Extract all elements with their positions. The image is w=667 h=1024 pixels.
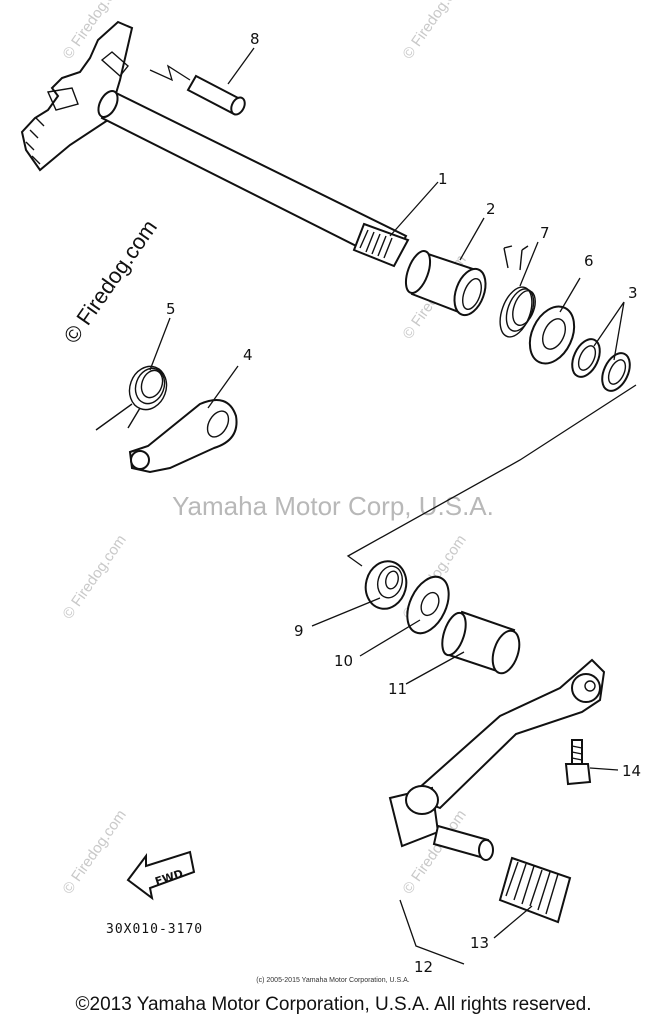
part-bearing — [364, 560, 408, 610]
part-washer-large — [528, 305, 576, 365]
callout-8: 8 — [250, 30, 260, 48]
watermark-tile-large: © Firedog.com — [59, 215, 162, 348]
part-collar — [404, 250, 487, 317]
callout-10: 10 — [334, 652, 353, 670]
footer-copyright: ©2013 Yamaha Motor Corporation, U.S.A. A… — [75, 994, 592, 1015]
assembly-line — [346, 384, 637, 567]
part-circlips — [571, 338, 631, 392]
leader-lines — [149, 47, 625, 939]
callout-numbers: 1 2 3 4 5 6 7 8 9 10 11 12 13 14 — [166, 30, 641, 976]
watermark-tile: © Firedog.com — [59, 807, 129, 898]
callout-9: 9 — [294, 622, 304, 640]
small-copyright: (c) 2005-2015 Yamaha Motor Corporation, … — [256, 977, 409, 984]
callout-2: 2 — [486, 200, 496, 218]
callout-4: 4 — [243, 346, 253, 364]
watermark-tile: © Firedog.com — [59, 532, 129, 623]
part-shift-pedal — [388, 658, 606, 861]
callout-12: 12 — [414, 958, 433, 976]
part-bolt — [564, 739, 592, 786]
callout-7: 7 — [540, 224, 550, 242]
assembly-line — [399, 899, 465, 965]
callout-14: 14 — [622, 762, 641, 780]
fwd-arrow: FWD — [126, 850, 196, 901]
part-small-spring — [95, 365, 168, 431]
watermark-center: Yamaha Motor Corp, U.S.A. — [172, 491, 494, 521]
part-shift-shaft — [20, 20, 410, 268]
part-collar-lower — [441, 610, 521, 675]
part-return-spring — [499, 245, 536, 338]
part-pin — [149, 64, 246, 116]
watermark-tile: © Firedog.com — [399, 0, 469, 62]
callout-5: 5 — [166, 300, 176, 318]
part-stopper-lever — [128, 399, 238, 474]
watermark-tiles: © Firedog.com © Firedog.com © Firedog.co… — [59, 0, 470, 897]
part-washer — [406, 575, 450, 635]
drawing-code: 30X010-3170 — [106, 922, 203, 937]
callout-1: 1 — [438, 170, 448, 188]
callout-13: 13 — [470, 934, 489, 952]
callout-3: 3 — [628, 284, 638, 302]
callout-11: 11 — [388, 680, 407, 698]
part-pedal-rubber — [498, 856, 572, 924]
callout-6: 6 — [584, 252, 594, 270]
